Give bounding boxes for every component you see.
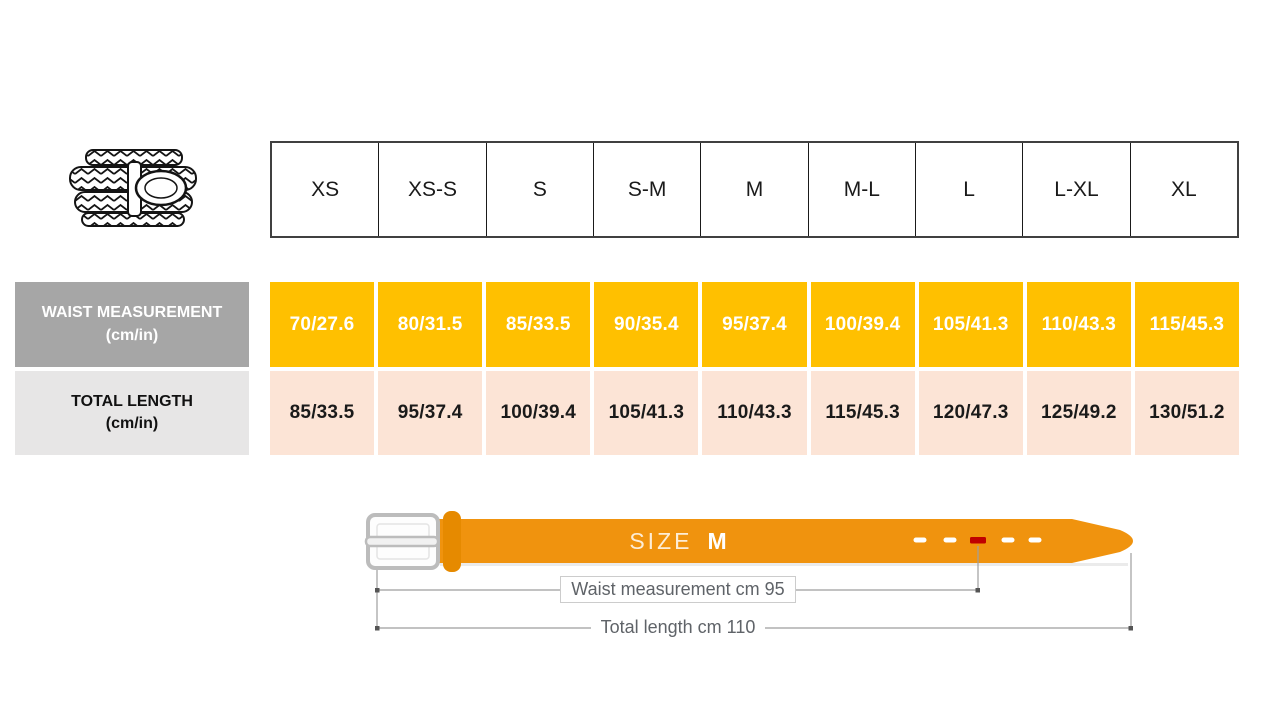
- waist-value-cell: 85/33.5: [486, 282, 591, 367]
- total-value-cell: 115/45.3: [810, 371, 915, 455]
- size-value: M: [707, 527, 727, 554]
- size-header-cell: XS-S: [378, 143, 485, 236]
- total-value-cell: 85/33.5: [270, 371, 375, 455]
- belt-holes: [913, 537, 1042, 544]
- waist-value-cell: 115/45.3: [1134, 282, 1239, 367]
- belt-keeper: [443, 511, 461, 572]
- total-label-unit: (cm/in): [105, 415, 159, 432]
- buckle-prong: [364, 535, 440, 548]
- waist-measurement-caption: Waist measurement cm 95: [560, 576, 796, 603]
- waist-value-cell: 100/39.4: [810, 282, 915, 367]
- waist-value-cell: 105/41.3: [918, 282, 1023, 367]
- size-header-cell: XS: [311, 177, 340, 201]
- belt-shadow: [440, 563, 1128, 566]
- size-word: SIZE: [629, 527, 693, 554]
- size-header-cell: M: [700, 143, 807, 236]
- belt-strap: [438, 519, 1133, 563]
- braided-belt-icon: [69, 149, 197, 227]
- size-header-cell: XL: [1129, 143, 1237, 236]
- size-header-cell: S-M: [592, 143, 700, 236]
- waist-label-unit: (cm/in): [105, 326, 159, 344]
- belt-with-buckle-diagram: [364, 511, 1133, 631]
- total-value-cell: 110/43.3: [702, 371, 807, 455]
- total-value-cell: 100/39.4: [486, 371, 591, 455]
- total-length-row-label: TOTAL LENGTH (cm/in): [15, 371, 249, 455]
- waist-value-cell: 80/31.5: [378, 282, 483, 367]
- total-label-text: TOTAL LENGTH: [71, 392, 193, 410]
- belt-icon-buckle: [127, 161, 188, 217]
- belt-size-label: SIZE M: [597, 527, 759, 555]
- belt-buckle: [364, 513, 440, 570]
- waist-value-cell: 90/35.4: [594, 282, 699, 367]
- total-value-cell: 105/41.3: [594, 371, 699, 455]
- total-value-cell: 120/47.3: [918, 371, 1023, 455]
- waist-measurement-row-label: WAIST MEASUREMENT (cm/in): [15, 282, 249, 367]
- total-length-caption: Total length cm 110: [540, 616, 816, 639]
- waist-label-text: WAIST MEASUREMENT: [41, 304, 223, 322]
- total-value-cell: 125/49.2: [1026, 371, 1131, 455]
- size-header-cell: L: [914, 143, 1022, 236]
- size-header-cell: S: [485, 143, 593, 236]
- total-value-cell: 95/37.4: [378, 371, 483, 455]
- size-header-cell: M-L: [807, 143, 915, 236]
- waist-value-cell: 95/37.4: [702, 282, 807, 367]
- waist-value-cell: 110/43.3: [1026, 282, 1131, 367]
- size-header-cell: L-XL: [1022, 143, 1129, 236]
- total-value-cell: 130/51.2: [1134, 371, 1239, 455]
- selected-size-hole: [970, 537, 986, 544]
- dimension-end-markers: [375, 588, 1133, 631]
- waist-value-cell: 70/27.6: [270, 282, 375, 367]
